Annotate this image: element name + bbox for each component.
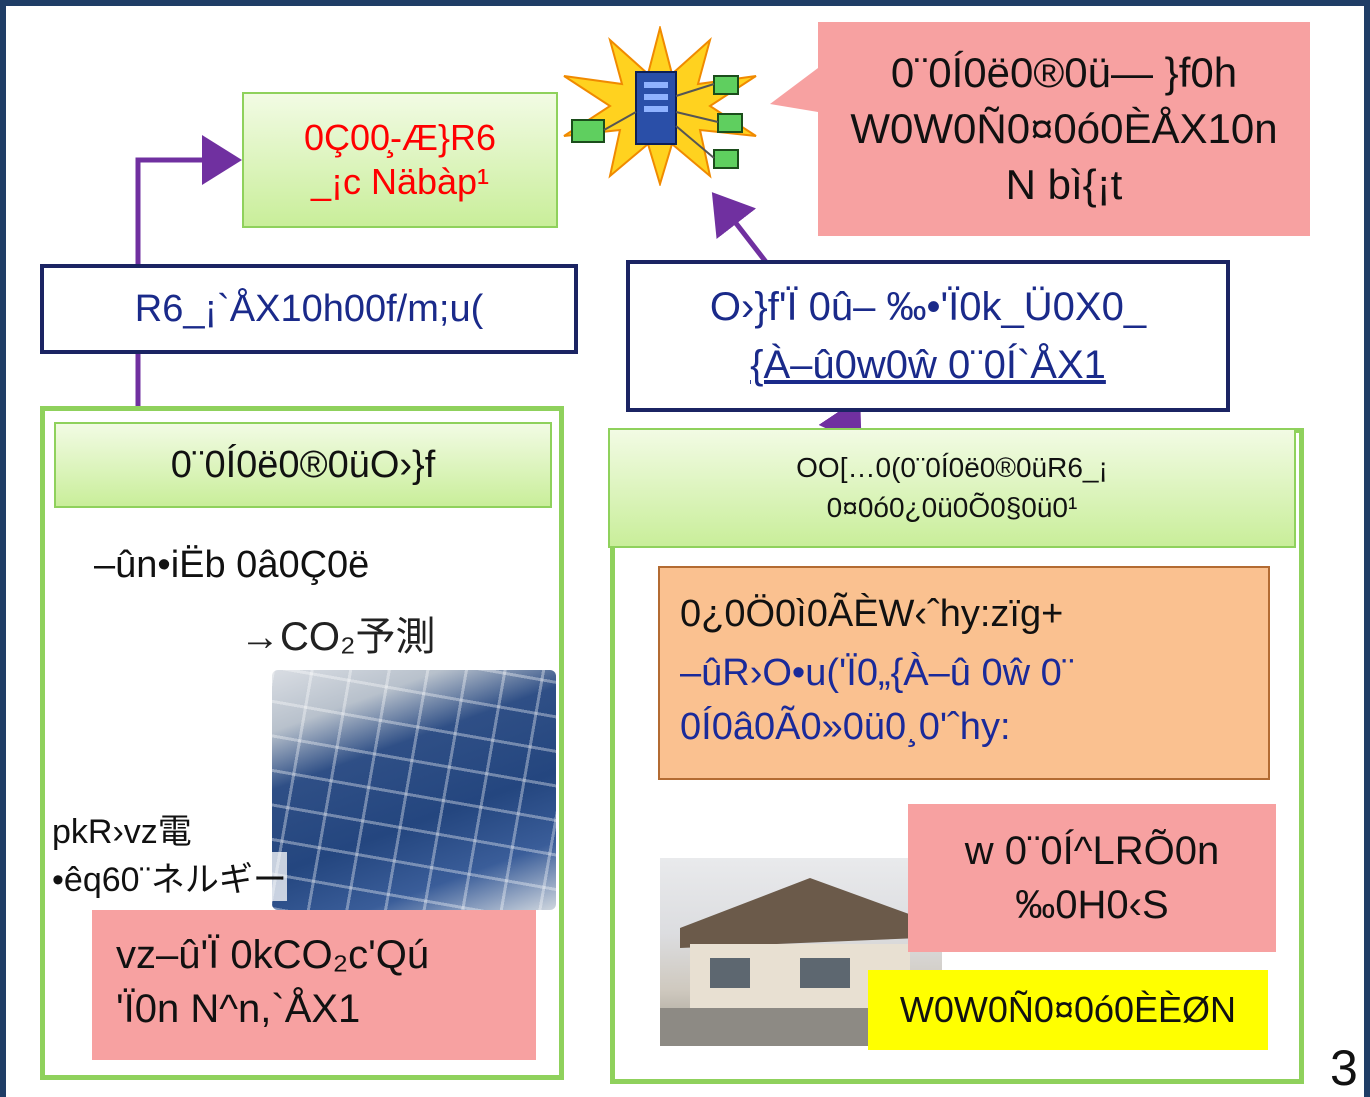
left-panel-body-line2: →CO₂予測 <box>240 615 436 659</box>
top-left-box-line1: 0Ç00̧-Æ}R6 <box>303 117 497 158</box>
right-pink-text: w 0¨0Í^LRÕ0n ‰0H0‹S <box>964 829 1220 927</box>
right-panel-header-line1: OO[…0(0¨0Í0ë0®0üR6_¡ <box>796 452 1108 483</box>
right-up-arrow <box>711 192 768 264</box>
left-bottom-box: vz–û'Ï 0kCO₂c'Qú 'Ï0n N^n,`ÅX1 <box>92 910 536 1060</box>
right-panel-header-line2: 0¤0ó0¿0ü0Õ0§0ü0¹ <box>826 492 1078 523</box>
page-number: 3 <box>1330 1040 1358 1096</box>
left-panel-header-text: 0¨0Í0ë0®0üO›}f <box>170 443 436 486</box>
speech-bubble: 0¨0Í0ë0®0ü— }f0h W0W0Ñ0¤0ó0ÈÅX10n N bì{¡… <box>818 22 1310 236</box>
house-illustration <box>660 878 942 1046</box>
yellow-label: W0W0Ñ0¤0ó0ÈÈØN <box>868 970 1268 1050</box>
solar-panel-photo <box>272 670 556 910</box>
left-label: R6_¡`ÅX10h00f/m;u( <box>40 264 578 354</box>
left-panel-header: 0¨0Í0ë0®0üO›}f <box>54 422 552 508</box>
orange-body: –ûR›O•u('Ï0„{À–û 0ŵ 0¨ 0Í0â0Ã0»0ü0¸0'ˆhy… <box>680 652 1075 748</box>
center-label-line1: O›}f'Ï 0û– ‰•'Ï0k_Ü0X0_ <box>709 285 1147 329</box>
photo-label-2: •êq60¨ネルギー <box>52 852 287 901</box>
photo-label-1: pkR›vz電 <box>52 804 192 853</box>
top-left-box-line2: _¡c Näbàp¹ <box>310 161 490 202</box>
center-label-line2: {À–û0w0ŵ 0¨0Í`ÅX1 <box>750 343 1106 387</box>
house-photo <box>660 858 942 1046</box>
top-left-box: 0Ç00̧-Æ}R6 _¡c Näbàp¹ <box>242 92 558 228</box>
orange-box: 0¿0Ö0ì0ÃÈW‹ˆhy:zïg+ –ûR›O•u('Ï0„{À–û 0ŵ … <box>658 566 1270 780</box>
yellow-label-text: W0W0Ñ0¤0ó0ÈÈØN <box>899 989 1237 1030</box>
right-pink-box: w 0¨0Í^LRÕ0n ‰0H0‹S <box>908 804 1276 952</box>
right-panel-header: OO[…0(0¨0Í0ë0®0üR6_¡ 0¤0ó0¿0ü0Õ0§0ü0¹ <box>608 428 1296 548</box>
center-label: O›}f'Ï 0û– ‰•'Ï0k_Ü0X0_ {À–û0w0ŵ 0¨0Í`ÅX… <box>626 260 1230 412</box>
network-server-icon <box>563 26 757 186</box>
left-label-text: R6_¡`ÅX10h00f/m;u( <box>134 287 484 330</box>
speech-bubble-text: 0¨0Í0ë0®0ü— }f0h W0W0Ñ0¤0ó0ÈÅX10n N bì{¡… <box>850 49 1278 208</box>
orange-title: 0¿0Ö0ì0ÃÈW‹ˆhy:zïg+ <box>680 593 1064 635</box>
left-bottom-line2: 'Ï0n N^n,`ÅX1 <box>116 987 361 1031</box>
speech-bubble-tail <box>770 68 818 112</box>
left-bottom-line1: vz–û'Ï 0kCO₂c'Qú <box>116 933 430 977</box>
left-panel-body-line1: –ûn•iËb 0â0Ç0ë <box>94 544 370 586</box>
